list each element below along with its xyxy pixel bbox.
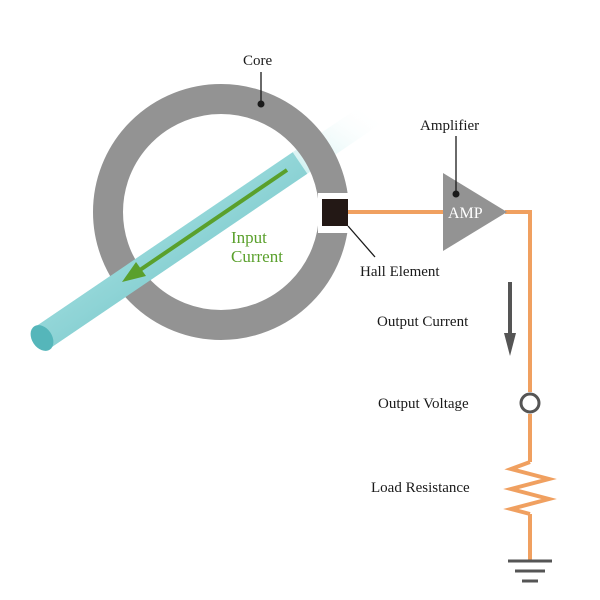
amp-label: AMP — [448, 205, 483, 222]
output-voltage-label: Output Voltage — [378, 396, 469, 412]
output-voltage-terminal — [519, 392, 541, 414]
input-current-label-line1: Input — [231, 228, 267, 247]
output-current-label: Output Current — [377, 314, 469, 330]
amplifier-label: Amplifier — [420, 118, 479, 134]
output-current-arrow — [504, 282, 516, 356]
input-current-label-line2: Current — [231, 247, 283, 266]
hall-element — [322, 199, 348, 226]
core-label: Core — [243, 53, 273, 69]
ground-symbol — [508, 559, 552, 583]
load-resistance-label: Load Resistance — [371, 480, 470, 496]
leader-dots — [257, 100, 460, 198]
input-current-arrow — [122, 168, 289, 282]
leader-lines — [260, 72, 457, 258]
hall-element-label: Hall Element — [360, 264, 440, 280]
circuit-wire — [348, 210, 557, 560]
